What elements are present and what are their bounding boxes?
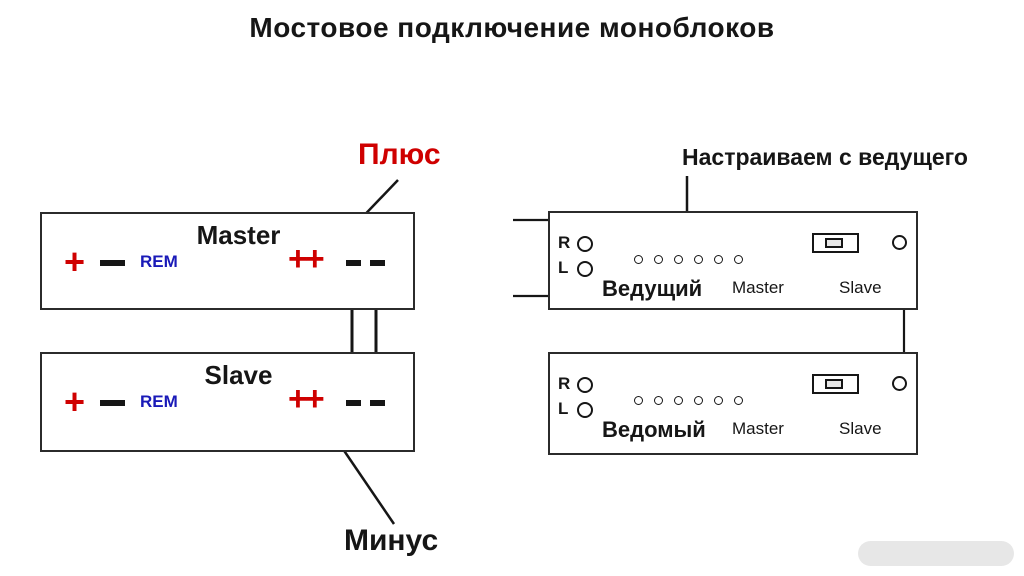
rca-jack-l-icon (577, 261, 593, 277)
mode-switch-knob (825, 238, 843, 248)
bridge-terminal-2 (370, 400, 385, 406)
plus-terminal: + (64, 241, 86, 282)
bridged-plus-terminal: ++ (288, 240, 325, 278)
control-dot-icon (654, 255, 663, 264)
control-dots (634, 396, 743, 405)
control-dot-icon (734, 255, 743, 264)
control-dot-icon (634, 396, 643, 405)
rem-terminal-label: REM (140, 392, 178, 411)
rem-terminal-label: REM (140, 252, 178, 271)
watermark (858, 541, 1014, 566)
mode-switch (812, 374, 859, 394)
bridged-plus-terminal: ++ (288, 380, 325, 418)
control-dot-icon (714, 396, 723, 405)
page-title: Мостовое подключение моноблоков (249, 12, 775, 43)
rca-jack-r-icon (577, 377, 593, 393)
driven-unit-name: Ведомый (602, 417, 706, 442)
slave-amp-box: Slave + REM ++ (40, 352, 415, 452)
driven-unit-box: R L Ведомый Master Slave (548, 352, 918, 455)
master-amp-name: Master (196, 220, 281, 250)
control-dots (634, 255, 743, 264)
plus-terminal: + (64, 381, 86, 422)
mode-slave-label: Slave (839, 278, 882, 297)
link-jack-icon (892, 235, 907, 250)
plus-label: Плюс (358, 138, 441, 171)
control-dot-icon (734, 396, 743, 405)
bridge-terminal-1 (346, 400, 361, 406)
mode-master-label: Master (732, 419, 784, 438)
bridge-terminal-1 (346, 260, 361, 266)
minus-terminal (100, 260, 125, 266)
leading-unit-box: R L Ведущий Master Slave (548, 211, 918, 310)
master-amp-box: Master + REM ++ (40, 212, 415, 310)
rca-jack-l-icon (577, 402, 593, 418)
control-dot-icon (714, 255, 723, 264)
setup-note: Настраиваем с ведущего (682, 144, 968, 170)
rca-jack-r-icon (577, 236, 593, 252)
control-dot-icon (634, 255, 643, 264)
control-dot-icon (674, 396, 683, 405)
control-dot-icon (674, 255, 683, 264)
slave-amp-name: Slave (204, 360, 273, 390)
link-jack-icon (892, 376, 907, 391)
control-dot-icon (694, 396, 703, 405)
minus-label: Минус (344, 524, 439, 557)
bridge-terminal-2 (370, 260, 385, 266)
channel-l-label: L (558, 399, 569, 418)
mode-switch (812, 233, 859, 253)
leading-unit-name: Ведущий (602, 276, 703, 301)
control-dot-icon (654, 396, 663, 405)
channel-r-label: R (558, 233, 571, 252)
channel-l-label: L (558, 258, 569, 277)
mode-switch-knob (825, 379, 843, 389)
minus-terminal (100, 400, 125, 406)
control-dot-icon (694, 255, 703, 264)
mode-master-label: Master (732, 278, 784, 297)
channel-r-label: R (558, 374, 571, 393)
mode-slave-label: Slave (839, 419, 882, 438)
